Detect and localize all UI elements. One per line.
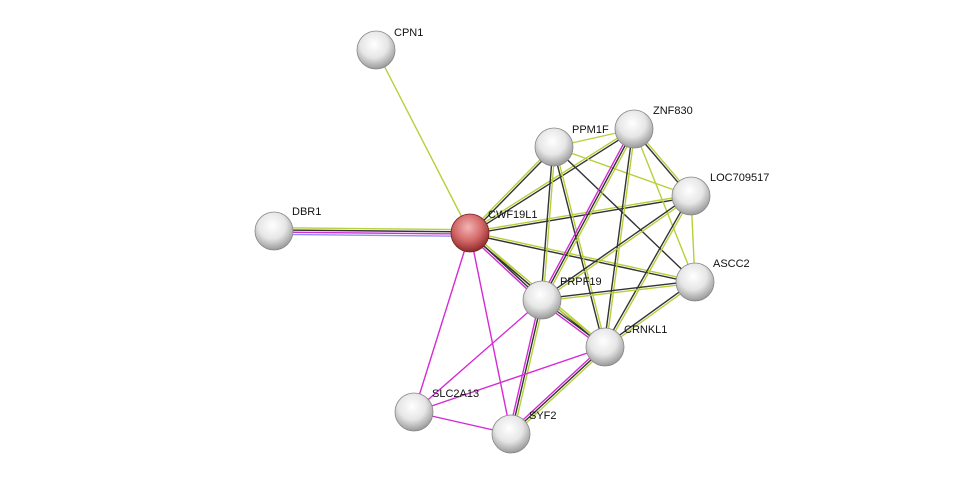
edge-DBR1-CWF19L1[interactable] xyxy=(273,227,471,237)
edge-ZNF830-ASCC2[interactable] xyxy=(633,128,696,283)
edge-evidence-coexpression xyxy=(553,146,696,283)
edge-CRNKL1-SLC2A13[interactable] xyxy=(413,346,606,413)
edge-PRPF19-SYF2[interactable] xyxy=(508,299,545,435)
edge-evidence-textmining xyxy=(469,127,634,233)
edge-evidence-textmining xyxy=(605,129,636,348)
edge-PPM1F-CRNKL1[interactable] xyxy=(552,146,607,348)
edge-evidence-coexpression xyxy=(603,128,634,347)
edge-evidence-textmining xyxy=(543,129,637,302)
node-label: LOC709517 xyxy=(710,172,769,184)
node-sphere[interactable] xyxy=(534,127,574,167)
node-loc709517[interactable]: LOC709517 xyxy=(671,172,769,216)
node-slc2a13[interactable]: SLC2A13 xyxy=(394,388,479,432)
node-dbr1[interactable]: DBR1 xyxy=(254,206,321,251)
edge-PPM1F-ASCC2[interactable] xyxy=(553,146,696,283)
edge-ZNF830-CRNKL1[interactable] xyxy=(603,128,636,348)
node-znf830[interactable]: ZNF830 xyxy=(614,105,693,149)
node-sphere[interactable] xyxy=(614,109,654,149)
edge-evidence-coexpression xyxy=(469,233,695,284)
node-label: CPN1 xyxy=(394,27,423,39)
edge-evidence-textmining xyxy=(512,300,545,435)
edge-evidence-textmining xyxy=(553,146,692,197)
node-cpn1[interactable]: CPN1 xyxy=(356,27,423,70)
edge-PPM1F-LOC709517[interactable] xyxy=(553,146,692,197)
edge-evidence-coexpression xyxy=(541,280,695,300)
edge-PPM1F-PRPF19[interactable] xyxy=(540,146,556,301)
node-label: SYF2 xyxy=(529,410,557,422)
edge-CRNKL1-SYF2[interactable] xyxy=(509,344,607,437)
node-sphere[interactable] xyxy=(491,414,531,454)
node-label: CRNKL1 xyxy=(624,324,667,336)
edge-evidence-coexpression xyxy=(510,346,606,435)
edge-evidence-coexpression xyxy=(274,229,471,233)
node-label: CWF19L1 xyxy=(488,209,538,221)
edge-evidence-textmining xyxy=(605,196,693,348)
edge-evidence-experiments xyxy=(413,232,471,413)
edge-evidence-coexpression xyxy=(470,196,692,235)
node-label: SLC2A13 xyxy=(432,388,479,400)
node-label: ASCC2 xyxy=(713,258,750,270)
edge-evidence-databases xyxy=(273,233,470,237)
node-sphere[interactable] xyxy=(522,280,562,320)
node-sphere[interactable] xyxy=(356,30,396,70)
edge-LOC709517-CRNKL1[interactable] xyxy=(603,195,693,348)
edge-evidence-experiments xyxy=(509,344,604,433)
edge-evidence-experiments xyxy=(413,346,606,413)
node-ascc2[interactable]: ASCC2 xyxy=(675,258,750,302)
edge-CPN1-CWF19L1[interactable] xyxy=(375,49,471,234)
edge-evidence-coexpression xyxy=(540,146,554,300)
edge-evidence-textmining xyxy=(542,196,693,302)
edge-ASCC2-PRPF19[interactable] xyxy=(541,280,696,302)
edge-evidence-coexpression xyxy=(603,195,691,347)
node-sphere[interactable] xyxy=(450,213,490,253)
edge-evidence-experiments xyxy=(469,232,512,435)
node-prpf19[interactable]: PRPF19 xyxy=(522,276,602,320)
node-sphere[interactable] xyxy=(675,262,715,302)
edge-evidence-textmining xyxy=(469,194,691,233)
node-crnkl1[interactable]: CRNKL1 xyxy=(585,324,667,367)
edge-evidence-coexpression xyxy=(510,299,543,435)
edge-evidence-experiments xyxy=(413,299,543,413)
node-cwf19l1[interactable]: CWF19L1 xyxy=(450,209,538,253)
edge-CWF19L1-SYF2[interactable] xyxy=(469,232,512,435)
edge-evidence-coexpression xyxy=(470,147,556,235)
edge-ZNF830-PRPF19[interactable] xyxy=(539,127,637,302)
edge-evidence-textmining xyxy=(274,227,471,231)
edge-evidence-experiments xyxy=(273,231,470,235)
node-sphere[interactable] xyxy=(585,327,625,367)
node-sphere[interactable] xyxy=(671,176,711,216)
edge-evidence-textmining xyxy=(512,348,607,437)
edge-PRPF19-SLC2A13[interactable] xyxy=(413,299,543,413)
edge-evidence-textmining xyxy=(542,282,696,302)
edge-evidence-textmining xyxy=(468,145,554,233)
edge-CWF19L1-SLC2A13[interactable] xyxy=(413,232,471,413)
edge-evidence-textmining xyxy=(542,147,556,301)
edge-LOC709517-PRPF19[interactable] xyxy=(540,194,693,302)
edge-evidence-textmining xyxy=(554,146,607,347)
edge-CWF19L1-PPM1F[interactable] xyxy=(468,145,556,235)
node-ppm1f[interactable]: PPM1F xyxy=(534,124,609,167)
node-sphere[interactable] xyxy=(254,211,294,251)
edge-evidence-coexpression xyxy=(552,147,605,348)
edge-evidence-coexpression xyxy=(540,194,691,300)
node-label: PPM1F xyxy=(572,124,609,136)
node-sphere[interactable] xyxy=(394,392,434,432)
node-label: PRPF19 xyxy=(560,276,602,288)
edge-evidence-experiments xyxy=(539,127,633,300)
node-label: DBR1 xyxy=(292,206,321,218)
node-label: ZNF830 xyxy=(653,105,693,117)
edge-evidence-textmining xyxy=(375,49,471,234)
node-syf2[interactable]: SYF2 xyxy=(491,410,557,454)
edge-CWF19L1-LOC709517[interactable] xyxy=(469,194,692,235)
edge-evidence-coexpression xyxy=(541,128,635,301)
edge-evidence-experiments xyxy=(508,299,541,434)
edge-evidence-textmining xyxy=(633,128,696,283)
